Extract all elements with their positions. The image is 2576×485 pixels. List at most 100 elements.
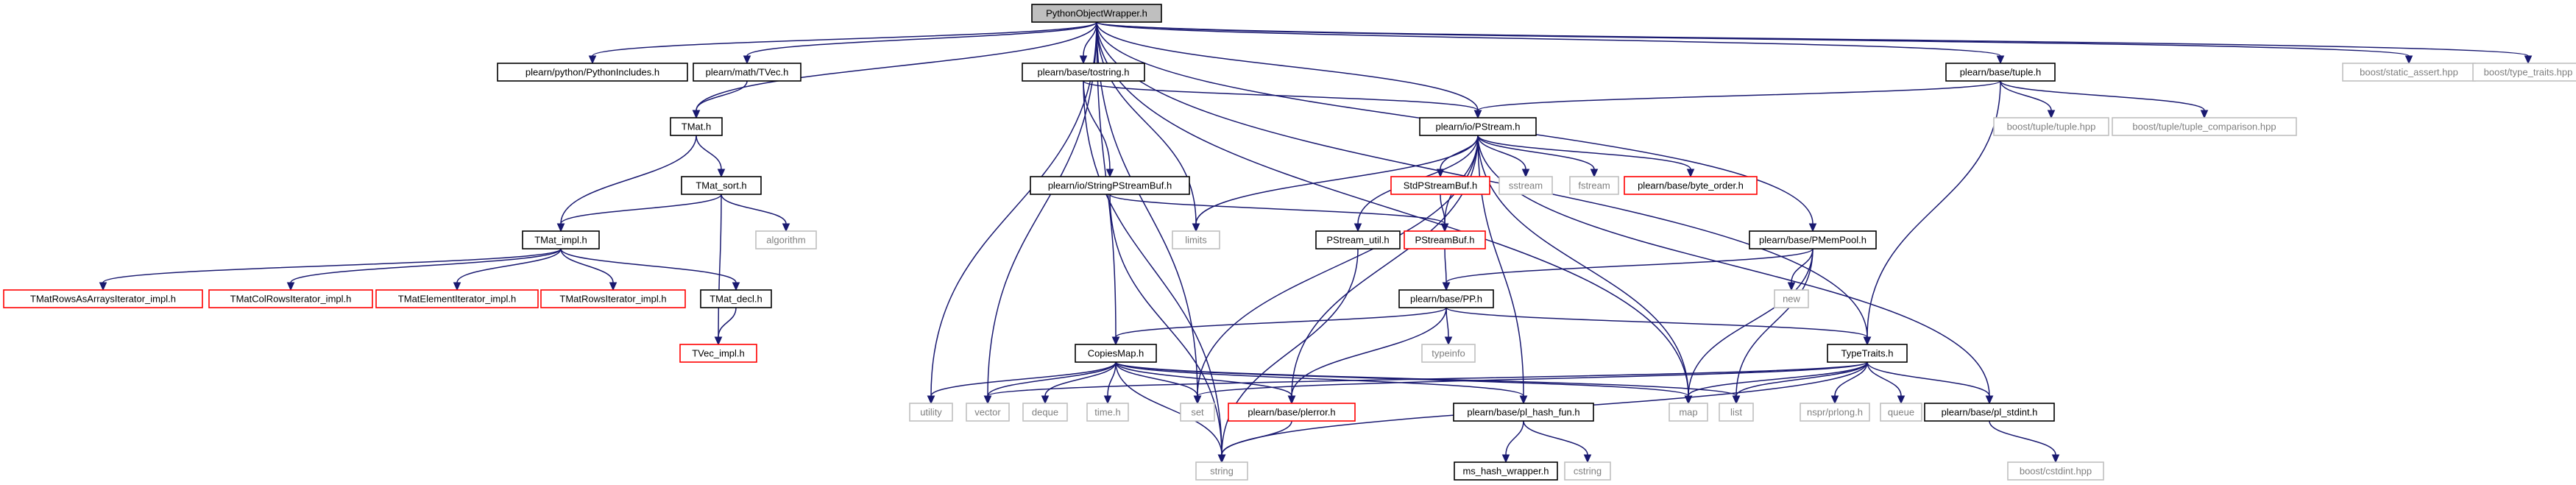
node-box <box>1924 403 2055 422</box>
node-plearn-base-pp-h[interactable]: plearn/base/PP.h <box>1398 289 1494 308</box>
edge-pythonobjectwrapper-h-to-utility <box>930 21 1097 397</box>
node-cstring[interactable]: cstring <box>1564 461 1611 481</box>
arrowhead-icon <box>588 55 597 65</box>
node-plearn-base-plerror-h[interactable]: plearn/base/plerror.h <box>1228 403 1356 422</box>
node-label: sstream <box>1509 180 1543 191</box>
node-label: string <box>1210 466 1234 477</box>
edge-plearn-math-tvec-h-to-tmat-h <box>696 80 748 111</box>
arrowhead-icon <box>556 223 565 233</box>
node-label: limits <box>1185 235 1207 246</box>
node-pstreambuf-h[interactable]: PStreamBuf.h <box>1404 230 1486 249</box>
node-tmatelementiterator-impl-h[interactable]: TMatElementIterator_impl.h <box>375 289 539 308</box>
edge-plearn-base-pp-h-to-plearn-base-plerror-h <box>1291 307 1447 397</box>
edge-tmat-impl-h-to-tmatcolrowsiterator-impl-h <box>290 248 562 283</box>
node-plearn-base-pl-hash-fun-h[interactable]: plearn/base/pl_hash_fun.h <box>1453 403 1594 422</box>
node-tmat-sort-h[interactable]: TMat_sort.h <box>681 176 762 195</box>
node-plearn-base-tuple-h[interactable]: plearn/base/tuple.h <box>1945 63 2056 82</box>
edge-pythonobjectwrapper-h-to-tmat-h <box>696 21 1097 111</box>
node-box <box>1419 117 1537 136</box>
edge-typetraits-h-to-map <box>1688 361 1868 397</box>
node-box <box>522 230 600 249</box>
node-boost-type-traits-hpp[interactable]: boost/type_traits.hpp <box>2472 63 2576 82</box>
node-time-h[interactable]: time.h <box>1086 403 1129 422</box>
edge-pstream-util-h-to-string <box>1221 248 1359 456</box>
node-box <box>755 230 817 249</box>
arrowhead-icon <box>99 282 107 291</box>
arrowhead-icon <box>2524 55 2533 65</box>
node-plearn-base-byte-order-h[interactable]: plearn/base/byte_order.h <box>1624 176 1758 195</box>
edge-plearn-base-pp-h-to-typeinfo <box>1446 307 1449 338</box>
arrowhead-icon <box>1583 454 1592 464</box>
node-tmatcolrowsiterator-impl-h[interactable]: TMatColRowsIterator_impl.h <box>208 289 373 308</box>
node-fstream[interactable]: fstream <box>1569 176 1619 195</box>
edge-plearn-base-pp-h-to-copiesmap-h <box>1115 307 1447 338</box>
node-plearn-math-tvec-h[interactable]: plearn/math/TVec.h <box>693 63 802 82</box>
node-queue[interactable]: queue <box>1880 403 1922 422</box>
node-label: StdPStreamBuf.h <box>1404 180 1477 191</box>
node-box <box>1075 344 1157 363</box>
nodes-layer: PythonObjectWrapper.h plearn/python/Pytho… <box>3 4 2576 481</box>
node-pythonobjectwrapper-h[interactable]: PythonObjectWrapper.h <box>1031 4 1162 23</box>
edge-tmat-decl-h-to-tvec-impl-h <box>718 307 737 338</box>
node-pstream-util-h[interactable]: PStream_util.h <box>1315 230 1401 249</box>
node-plearn-io-pstream-h[interactable]: plearn/io/PStream.h <box>1419 117 1537 136</box>
node-tvec-impl-h[interactable]: TVec_impl.h <box>679 344 757 363</box>
node-label: TVec_impl.h <box>692 348 745 359</box>
node-label: nspr/prlong.h <box>1807 407 1863 418</box>
node-set[interactable]: set <box>1180 403 1215 422</box>
node-plearn-io-stringpstreambuf-h[interactable]: plearn/io/StringPStreamBuf.h <box>1030 176 1190 195</box>
node-list[interactable]: list <box>1719 403 1754 422</box>
node-plearn-base-pl-stdint-h[interactable]: plearn/base/pl_stdint.h <box>1924 403 2055 422</box>
node-copiesmap-h[interactable]: CopiesMap.h <box>1075 344 1157 363</box>
node-string[interactable]: string <box>1195 461 1248 481</box>
node-tmat-impl-h[interactable]: TMat_impl.h <box>522 230 600 249</box>
node-label: TMatRowsIterator_impl.h <box>559 294 666 305</box>
node-stdpstreambuf-h[interactable]: StdPStreamBuf.h <box>1390 176 1490 195</box>
node-box <box>208 289 373 308</box>
node-map[interactable]: map <box>1669 403 1708 422</box>
node-boost-tuple-tuple-comparison-hpp[interactable]: boost/tuple/tuple_comparison.hpp <box>2112 117 2297 136</box>
edge-pythonobjectwrapper-h-to-plearn-base-tuple-h <box>1096 21 2001 57</box>
arrowhead-icon <box>1192 223 1200 233</box>
node-plearn-python-pythonincludes-h[interactable]: plearn/python/PythonIncludes.h <box>497 63 688 82</box>
arrowhead-icon <box>983 395 992 405</box>
node-boost-tuple-tuple-hpp[interactable]: boost/tuple/tuple.hpp <box>1993 117 2109 136</box>
node-label: typeinfo <box>1432 348 1465 359</box>
node-label: plearn/math/TVec.h <box>706 67 789 78</box>
node-algorithm[interactable]: algorithm <box>755 230 817 249</box>
node-sstream[interactable]: sstream <box>1498 176 1553 195</box>
node-label: TMat_decl.h <box>710 294 762 305</box>
node-limits[interactable]: limits <box>1172 230 1220 249</box>
node-boost-cstdint-hpp[interactable]: boost/cstdint.hpp <box>2007 461 2104 481</box>
node-nspr-prlong-h[interactable]: nspr/prlong.h <box>1800 403 1870 422</box>
node-ms-hash-wrapper-h[interactable]: ms_hash_wrapper.h <box>1454 461 1558 481</box>
node-label: PythonObjectWrapper.h <box>1046 8 1147 19</box>
node-plearn-base-pmempool-h[interactable]: plearn/base/PMemPool.h <box>1749 230 1877 249</box>
node-box <box>1454 461 1558 481</box>
arrowhead-icon <box>2405 55 2413 65</box>
edge-plearn-base-pp-h-to-typetraits-h <box>1446 307 1868 338</box>
edge-pstreambuf-h-to-plearn-base-pp-h <box>1444 248 1447 283</box>
node-typetraits-h[interactable]: TypeTraits.h <box>1827 344 1908 363</box>
node-label: plearn/base/plerror.h <box>1248 407 1335 418</box>
node-plearn-base-tostring-h[interactable]: plearn/base/tostring.h <box>1022 63 1145 82</box>
node-tmat-h[interactable]: TMat.h <box>670 117 723 136</box>
arrowhead-icon <box>1473 110 1482 119</box>
node-vector[interactable]: vector <box>966 403 1010 422</box>
node-tmatrowsasarraysiterator-impl-h[interactable]: TMatRowsAsArraysIterator_impl.h <box>3 289 203 308</box>
edge-plearn-base-tostring-h-to-string <box>1083 80 1222 456</box>
node-utility[interactable]: utility <box>909 403 953 422</box>
node-tmat-decl-h[interactable]: TMat_decl.h <box>700 289 772 308</box>
node-box <box>540 289 686 308</box>
arrowhead-icon <box>1193 395 1202 405</box>
node-label: list <box>1730 407 1742 418</box>
edge-plearn-base-tostring-h-to-plearn-io-pstream-h <box>1083 80 1479 111</box>
node-deque[interactable]: deque <box>1022 403 1068 422</box>
node-typeinfo[interactable]: typeinfo <box>1421 344 1476 363</box>
node-boost-static-assert-hpp[interactable]: boost/static_assert.hpp <box>2342 63 2476 82</box>
node-tmatrowsiterator-impl-h[interactable]: TMatRowsIterator_impl.h <box>540 289 686 308</box>
node-box <box>1086 403 1129 422</box>
node-box <box>1172 230 1220 249</box>
node-label: TypeTraits.h <box>1841 348 1893 359</box>
node-new[interactable]: new <box>1774 289 1809 308</box>
